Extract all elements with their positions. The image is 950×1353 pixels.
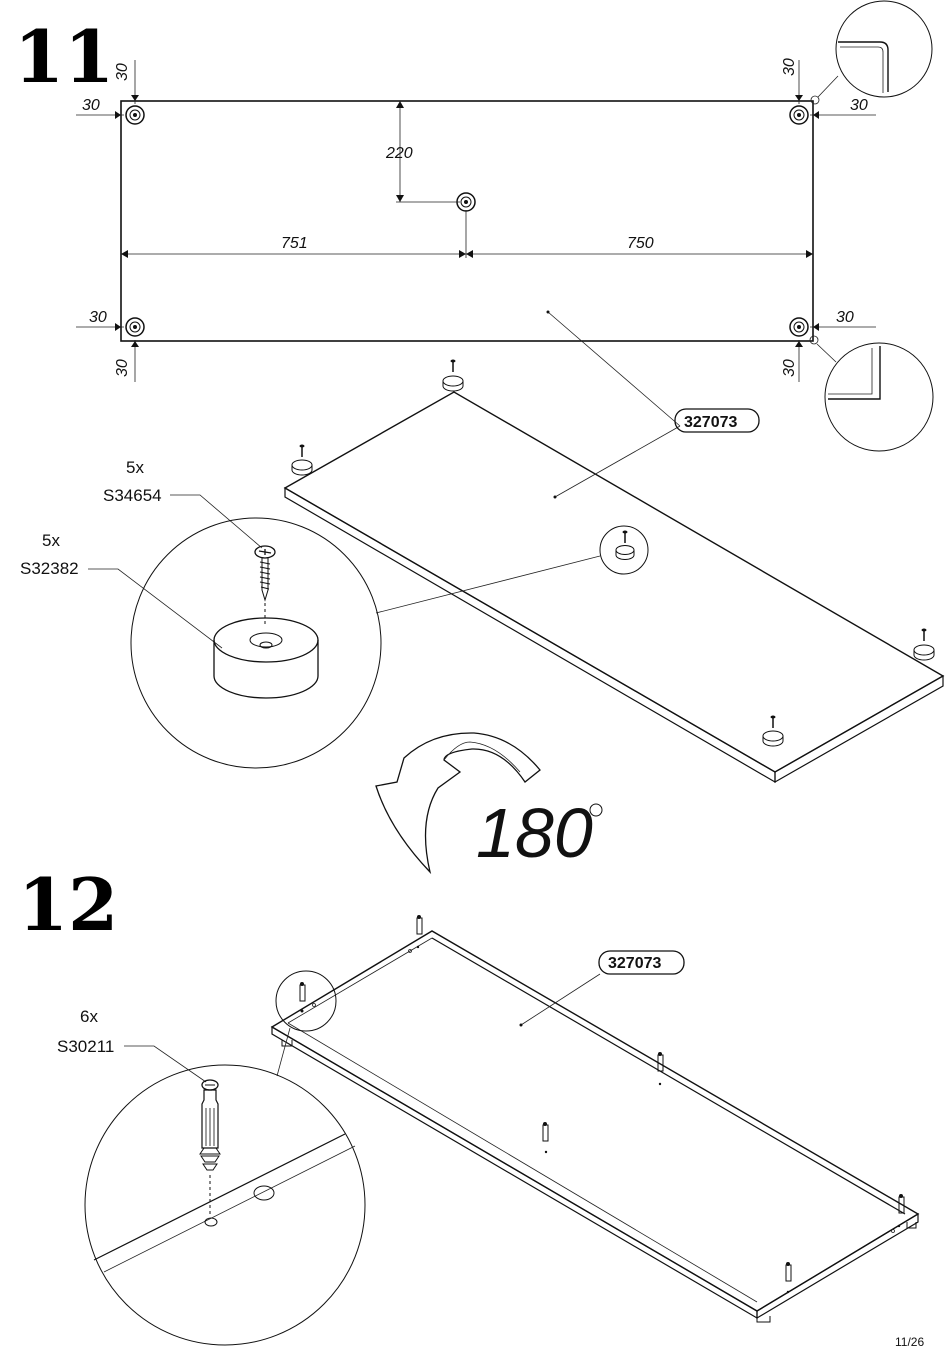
dim-bottom-left-vertical: 30 (114, 359, 131, 377)
detail-magnifier-glide (130, 517, 382, 769)
hardware-code-screw: S34654 (103, 486, 162, 505)
dim-top-left-vertical: 30 (114, 63, 131, 81)
hardware-qty-screw: 5x (126, 458, 144, 477)
hole-marker (125, 317, 145, 337)
hardware-qty-cam-dowel: 6x (80, 1007, 98, 1026)
isometric-panel-step-12 (270, 915, 920, 1323)
page-number: 11/26 (895, 1335, 924, 1349)
dim-bottom-right-vertical: 30 (781, 359, 798, 377)
screw-icon (254, 545, 276, 625)
part-number-label: 327073 (608, 955, 661, 972)
center-pad-callout (375, 525, 649, 614)
cam-dowel-icon (891, 1194, 905, 1233)
hardware-code-glide: S32382 (20, 559, 79, 578)
panel-top-view (120, 100, 814, 342)
glide-pad-icon (913, 628, 935, 661)
step-11-number: 11 (14, 14, 114, 99)
degree-symbol (589, 803, 603, 817)
hole-marker (789, 105, 809, 125)
top-view-drawing: 30 30 30 30 30 30 30 30 220 751 750 (76, 0, 934, 452)
hardware-code-cam-dowel: S30211 (57, 1037, 114, 1056)
cam-dowel-icon (199, 1079, 221, 1214)
isometric-panel-step-11 (283, 310, 945, 784)
corner-dowel-callout (275, 970, 337, 1077)
detail-magnifier-dowel (84, 1064, 366, 1346)
dim-center-depth: 220 (385, 145, 413, 162)
dim-right-span: 750 (627, 235, 654, 252)
cam-dowel-icon (408, 915, 423, 953)
corner-detail-bottom (809, 335, 934, 452)
rotate-arrow-icon (375, 732, 541, 875)
glide-pad-icon (291, 444, 313, 476)
hole-marker (789, 317, 809, 337)
glide-pad-icon (442, 359, 464, 392)
part-number-badge: 327073 (598, 950, 685, 975)
dim-top-right-vertical: 30 (781, 58, 798, 76)
rotation-value: 180 (476, 794, 593, 872)
step-12-number: 12 (18, 862, 118, 947)
dim-top-left-horizontal: 30 (82, 97, 100, 114)
glide-pad-icon (762, 715, 784, 747)
dim-bottom-right-horizontal: 30 (836, 309, 854, 326)
cam-dowel-icon (785, 1262, 792, 1294)
part-number-badge: 327073 (674, 408, 760, 433)
hole-marker (125, 105, 145, 125)
corner-detail-top (810, 0, 933, 105)
cam-dowel-icon (657, 1052, 664, 1086)
dim-top-right-horizontal: 30 (850, 97, 868, 114)
glide-pad-icon (213, 617, 319, 699)
dim-bottom-left-horizontal: 30 (89, 309, 107, 326)
dim-left-span: 751 (281, 235, 308, 252)
part-number-label: 327073 (684, 414, 737, 431)
cam-dowel-icon (542, 1122, 549, 1154)
hardware-qty-glide: 5x (42, 531, 60, 550)
